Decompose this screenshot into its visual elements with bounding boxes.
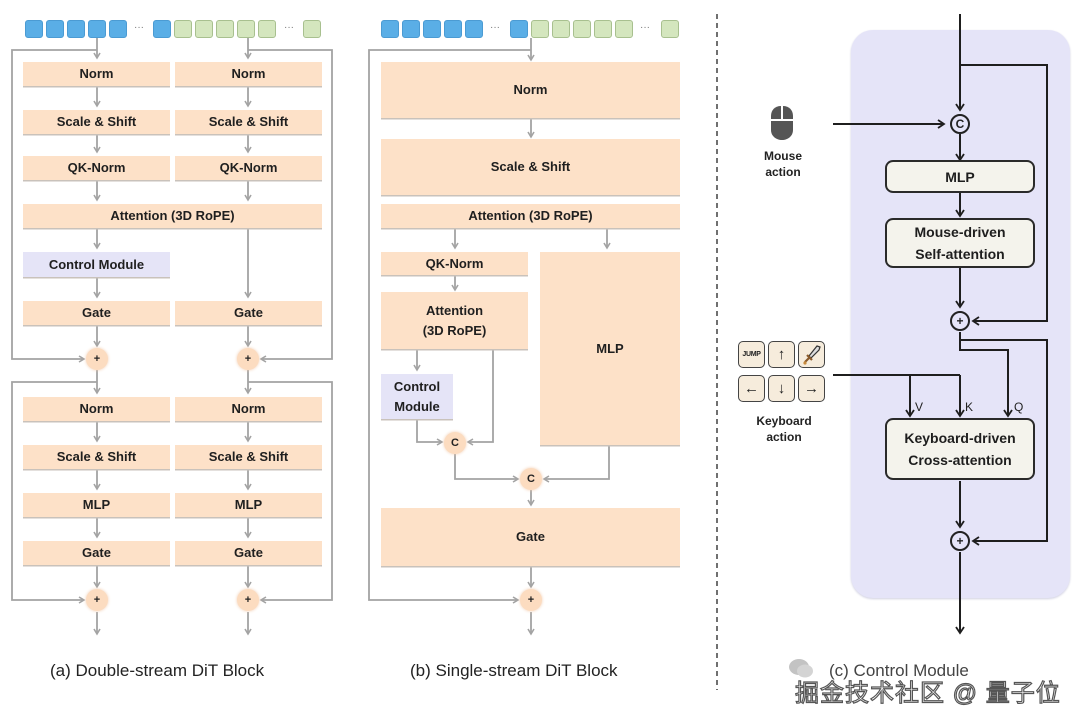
image-token [423,20,441,38]
gate-block: Gate [175,301,322,325]
image-token [510,20,528,38]
arrow-up-key-icon: ↑ [768,341,795,368]
text-token [216,20,234,38]
mouse-action-label: Mouse action [763,149,802,179]
keyboard-action-label: Keyboard action [756,414,812,444]
caption-c: (c) Control Module [829,661,969,680]
text-token [237,20,255,38]
self-attention-block: Mouse-driven Self-attention [885,218,1035,268]
key-label: K [965,400,974,414]
qk-norm-block: QK-Norm [175,156,322,180]
text-token [531,20,549,38]
text-token [573,20,591,38]
scale-shift-block: Scale & Shift [381,139,680,195]
image-token [46,20,64,38]
text-token [615,20,633,38]
watermark-text: 掘金技术社区 @ 量子位 [794,679,1061,707]
add-node: + [237,348,259,370]
sword-icon [802,344,821,365]
token-ellipsis: ··· [640,22,650,33]
scale-shift-block: Scale & Shift [175,110,322,134]
image-token [67,20,85,38]
caption-a: (a) Double-stream DiT Block [50,661,265,680]
token-ellipsis: ··· [284,22,294,33]
add-node: + [520,589,542,611]
token-ellipsis: ··· [490,22,500,33]
token-ellipsis: ··· [134,22,144,33]
text-token [258,20,276,38]
query-label: Q [1014,400,1024,414]
mlp-block: MLP [540,252,680,445]
value-label: V [915,400,924,414]
mlp-block: MLP [885,160,1035,193]
norm-block: Norm [23,397,170,421]
gate-block: Gate [381,508,680,566]
add-node: + [86,589,108,611]
attention-block: Attention (3D RoPE) [381,204,680,228]
mouse-icon [771,106,793,140]
control-module-block: Control Module [23,252,170,277]
arrow-left-key-icon: ← [738,375,765,402]
image-token [381,20,399,38]
mlp-block: MLP [23,493,170,517]
image-token [109,20,127,38]
image-token [402,20,420,38]
image-token [465,20,483,38]
jump-key-icon: JUMP [738,341,765,368]
scale-shift-block: Scale & Shift [23,445,170,469]
image-token [153,20,171,38]
concat-node: C [444,432,466,454]
gate-block: Gate [175,541,322,565]
norm-block: Norm [23,62,170,86]
scale-shift-block: Scale & Shift [175,445,322,469]
text-token [661,20,679,38]
text-token [174,20,192,38]
image-token [88,20,106,38]
cross-attention-block: Keyboard-driven Cross-attention [885,418,1035,480]
scale-shift-block: Scale & Shift [23,110,170,134]
qk-norm-block: QK-Norm [381,252,528,275]
add-node: + [950,311,970,331]
wechat-icon [789,659,813,678]
add-node: + [950,531,970,551]
control-module-block: Control Module [381,374,453,419]
arrow-right-key-icon: → [798,375,825,402]
text-token [303,20,321,38]
gate-block: Gate [23,301,170,325]
add-node: + [86,348,108,370]
norm-block: Norm [381,62,680,118]
concat-node: C [950,114,970,134]
text-token [594,20,612,38]
norm-block: Norm [175,397,322,421]
image-token [444,20,462,38]
text-token [195,20,213,38]
concat-node: C [520,468,542,490]
mlp-block: MLP [175,493,322,517]
attention-block: Attention (3D RoPE) [23,204,322,228]
image-token [25,20,43,38]
norm-block: Norm [175,62,322,86]
caption-b: (b) Single-stream DiT Block [410,661,618,680]
qk-norm-block: QK-Norm [23,156,170,180]
arrow-down-key-icon: ↓ [768,375,795,402]
inner-attention-block: Attention (3D RoPE) [381,292,528,349]
gate-block: Gate [23,541,170,565]
text-token [552,20,570,38]
add-node: + [237,589,259,611]
sword-key-icon [798,341,825,368]
